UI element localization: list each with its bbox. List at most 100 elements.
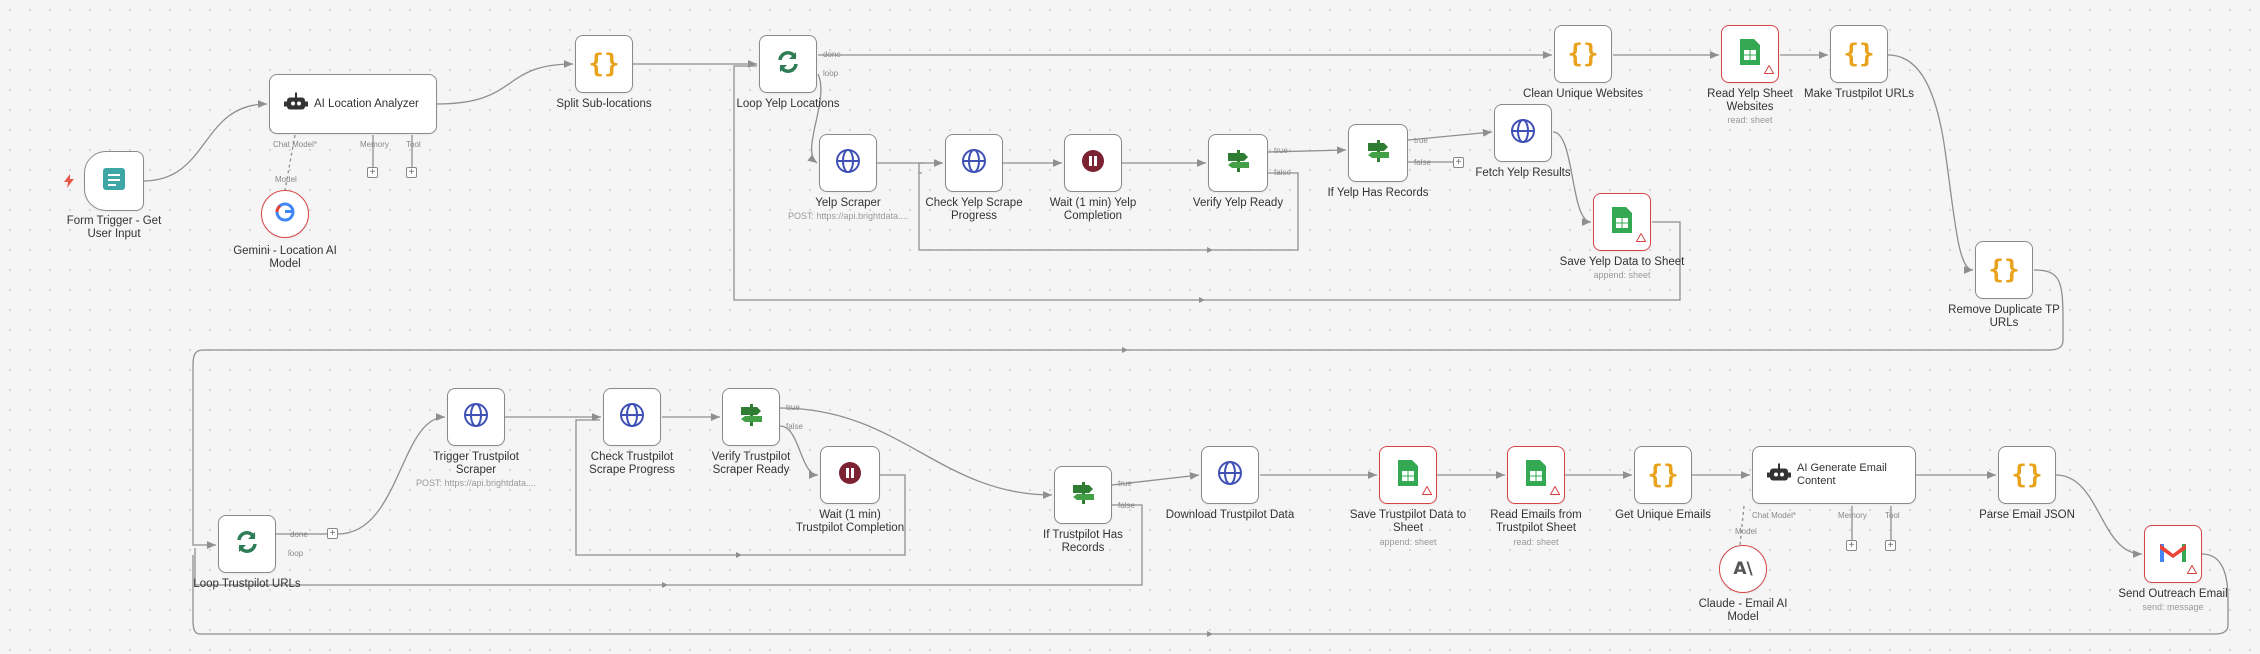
arrow-mark bbox=[1207, 247, 1213, 253]
send-outreach-email-node[interactable] bbox=[2144, 525, 2202, 583]
loop-arrows-icon bbox=[233, 528, 261, 561]
robot-icon bbox=[1767, 461, 1791, 490]
fetch-yelp-results-node[interactable] bbox=[1494, 104, 1552, 162]
yelp-scraper-node[interactable] bbox=[819, 134, 877, 192]
loop-yelp-locations-node[interactable] bbox=[759, 35, 817, 93]
add-tool-button[interactable]: + bbox=[1885, 540, 1896, 551]
loop-trustpilot-urls-node[interactable] bbox=[218, 515, 276, 573]
port-label: loop bbox=[288, 549, 304, 558]
arrow-mark bbox=[736, 552, 742, 558]
node-label: Verify Trustpilot Scraper Ready bbox=[711, 451, 791, 477]
node-subtitle: POST: https://api.brightdata.... bbox=[415, 478, 537, 488]
port-label: false bbox=[1274, 168, 1291, 177]
node-label: Loop Trustpilot URLs bbox=[193, 578, 301, 590]
check-trustpilot-node[interactable] bbox=[603, 388, 661, 446]
loop-arrows-icon bbox=[774, 48, 802, 81]
wire bbox=[1739, 505, 1745, 546]
warning-icon bbox=[1763, 61, 1775, 79]
bolt-icon bbox=[64, 174, 74, 193]
make-trustpilot-urls-node[interactable]: {} bbox=[1830, 25, 1888, 83]
wire bbox=[779, 425, 819, 479]
clean-unique-websites-node[interactable]: {} bbox=[1554, 25, 1612, 83]
add-memory-button[interactable]: + bbox=[367, 167, 378, 178]
save-yelp-sheet-node[interactable] bbox=[1593, 193, 1651, 251]
node-label: Form Trigger - Get User Input bbox=[66, 215, 162, 241]
node-title: AI Location Analyzer bbox=[314, 98, 419, 110]
code-braces-icon: {} bbox=[1647, 460, 1679, 490]
robot-icon bbox=[284, 90, 308, 119]
arrow-mark bbox=[1207, 631, 1213, 637]
gmail-icon bbox=[2160, 542, 2186, 567]
port-label: Chat Model* bbox=[273, 140, 318, 149]
port-label: Model bbox=[1735, 527, 1757, 536]
add-node-button[interactable]: + bbox=[1453, 157, 1464, 168]
node-label: Download Trustpilot Data bbox=[1165, 509, 1295, 521]
download-trustpilot-node[interactable] bbox=[1201, 446, 1259, 504]
remove-duplicate-tp-node[interactable]: {} bbox=[1975, 241, 2033, 299]
wire bbox=[436, 60, 574, 105]
wait-trustpilot-node[interactable] bbox=[820, 446, 880, 504]
node-label: Verify Yelp Ready bbox=[1192, 197, 1284, 209]
ai-location-analyzer-node[interactable]: AI Location Analyzer bbox=[269, 74, 437, 134]
port-label: false bbox=[1118, 501, 1135, 510]
node-subtitle: read: sheet bbox=[1727, 115, 1773, 125]
globe-icon bbox=[1217, 460, 1243, 491]
node-title: AI Generate Email Content bbox=[1797, 462, 1887, 487]
wire bbox=[194, 504, 1143, 586]
wire bbox=[2055, 474, 2143, 558]
code-braces-icon: {} bbox=[2011, 460, 2043, 490]
read-emails-sheet-node[interactable] bbox=[1507, 446, 1565, 504]
signpost-icon bbox=[738, 402, 764, 433]
wire bbox=[1407, 128, 1493, 141]
add-memory-button[interactable]: + bbox=[1846, 540, 1857, 551]
check-yelp-progress-node[interactable] bbox=[945, 134, 1003, 192]
globe-icon bbox=[1510, 118, 1536, 149]
read-yelp-sheet-node[interactable] bbox=[1721, 25, 1779, 83]
verify-trustpilot-node[interactable] bbox=[722, 388, 780, 446]
node-label: Fetch Yelp Results bbox=[1475, 167, 1571, 179]
node-label: Check Trustpilot Scrape Progress bbox=[589, 451, 675, 477]
add-node-button[interactable]: + bbox=[327, 528, 338, 539]
gemini-model-node[interactable] bbox=[261, 190, 309, 238]
node-label: Remove Duplicate TP URLs bbox=[1948, 304, 2060, 330]
sheets-icon bbox=[1740, 38, 1760, 70]
get-unique-emails-node[interactable]: {} bbox=[1634, 446, 1692, 504]
port-label: true bbox=[1118, 479, 1132, 488]
node-label: Send Outreach Email bbox=[2118, 588, 2228, 600]
form-trigger-node[interactable] bbox=[84, 151, 144, 211]
node-label: Get Unique Emails bbox=[1615, 509, 1711, 521]
wire bbox=[807, 73, 822, 164]
claude-model-node[interactable]: A\ bbox=[1719, 545, 1767, 593]
code-braces-icon: {} bbox=[1988, 255, 2020, 285]
wire bbox=[918, 162, 925, 173]
pause-icon bbox=[838, 461, 862, 490]
wire bbox=[575, 419, 906, 556]
parse-email-json-node[interactable]: {} bbox=[1998, 446, 2056, 504]
wire bbox=[1267, 146, 1347, 155]
globe-icon bbox=[463, 402, 489, 433]
save-trustpilot-sheet-node[interactable] bbox=[1379, 446, 1437, 504]
wire bbox=[1111, 472, 1200, 486]
code-braces-icon: {} bbox=[1567, 39, 1599, 69]
node-subtitle: read: sheet bbox=[1513, 537, 1559, 547]
verify-yelp-ready-node[interactable] bbox=[1208, 134, 1268, 192]
if-trustpilot-records-node[interactable] bbox=[1054, 466, 1112, 524]
wire bbox=[1887, 54, 1974, 274]
sheets-icon bbox=[1398, 459, 1418, 491]
warning-icon bbox=[1549, 482, 1561, 500]
wire bbox=[192, 553, 2229, 635]
code-braces-icon: {} bbox=[588, 49, 620, 79]
warning-icon bbox=[2186, 561, 2198, 579]
add-tool-button[interactable]: + bbox=[406, 167, 417, 178]
globe-icon bbox=[835, 148, 861, 179]
ai-generate-email-node[interactable]: AI Generate Email Content bbox=[1752, 446, 1916, 504]
node-label: Trigger Trustpilot Scraper bbox=[433, 451, 519, 477]
node-label: Split Sub-locations bbox=[556, 98, 652, 110]
trigger-trustpilot-node[interactable] bbox=[447, 388, 505, 446]
wait-yelp-node[interactable] bbox=[1064, 134, 1122, 192]
if-yelp-has-records-node[interactable] bbox=[1348, 124, 1408, 182]
signpost-icon bbox=[1070, 480, 1096, 511]
arrow-mark bbox=[1122, 347, 1128, 353]
split-sub-locations-node[interactable]: {} bbox=[575, 35, 633, 93]
